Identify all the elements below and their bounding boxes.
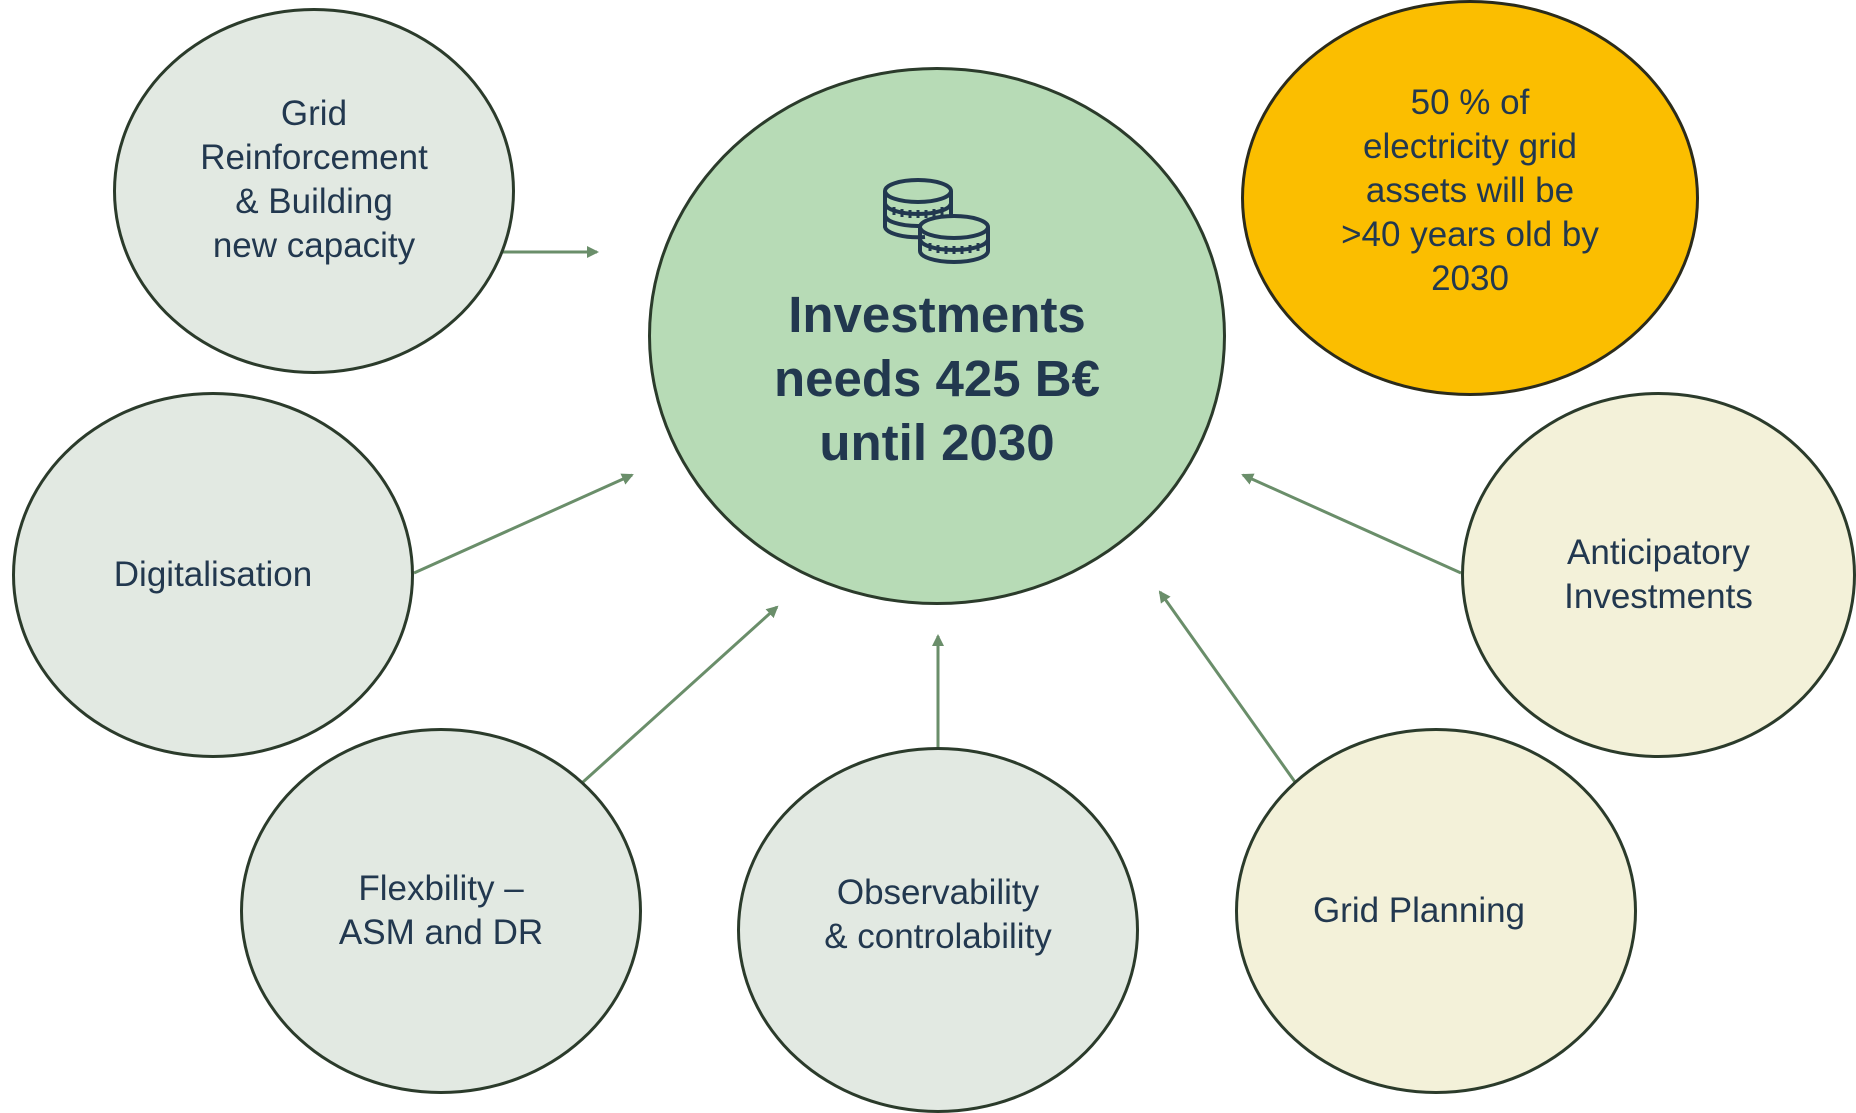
flexibility-label: Flexbility – ASM and DR xyxy=(338,869,544,952)
anticipatory-investments-label: Anticipatory Investments xyxy=(1564,533,1753,616)
arrow-grid-planning xyxy=(1158,590,1297,783)
center-investments-label: Investments needs 425 B€ until 2030 xyxy=(773,286,1101,471)
arrow-digitalisation xyxy=(413,473,634,575)
digitalisation-node: Digitalisation xyxy=(12,392,414,758)
arrow-anticipatory xyxy=(1241,473,1462,575)
grid-planning-node: Grid Planning xyxy=(1235,728,1637,1094)
aging-assets-node: 50 % of electricity grid assets will be … xyxy=(1241,0,1699,396)
coins-icon xyxy=(883,178,990,264)
grid-reinforcement-node: Grid Reinforcement & Building new capaci… xyxy=(113,8,515,374)
anticipatory-investments-node: Anticipatory Investments xyxy=(1461,392,1856,758)
aging-assets-label: 50 % of electricity grid assets will be … xyxy=(1341,83,1599,298)
observability-label: Observability & controlability xyxy=(824,873,1052,956)
digitalisation-label: Digitalisation xyxy=(113,555,313,594)
grid-reinforcement-label: Grid Reinforcement & Building new capaci… xyxy=(200,94,428,265)
grid-planning-label: Grid Planning xyxy=(1312,891,1526,930)
center-investments-node: Investments needs 425 B€ until 2030 xyxy=(648,67,1226,605)
arrow-flexibility xyxy=(581,605,779,784)
observability-node: Observability & controlability xyxy=(737,747,1139,1113)
flexibility-node: Flexbility – ASM and DR xyxy=(240,728,642,1094)
